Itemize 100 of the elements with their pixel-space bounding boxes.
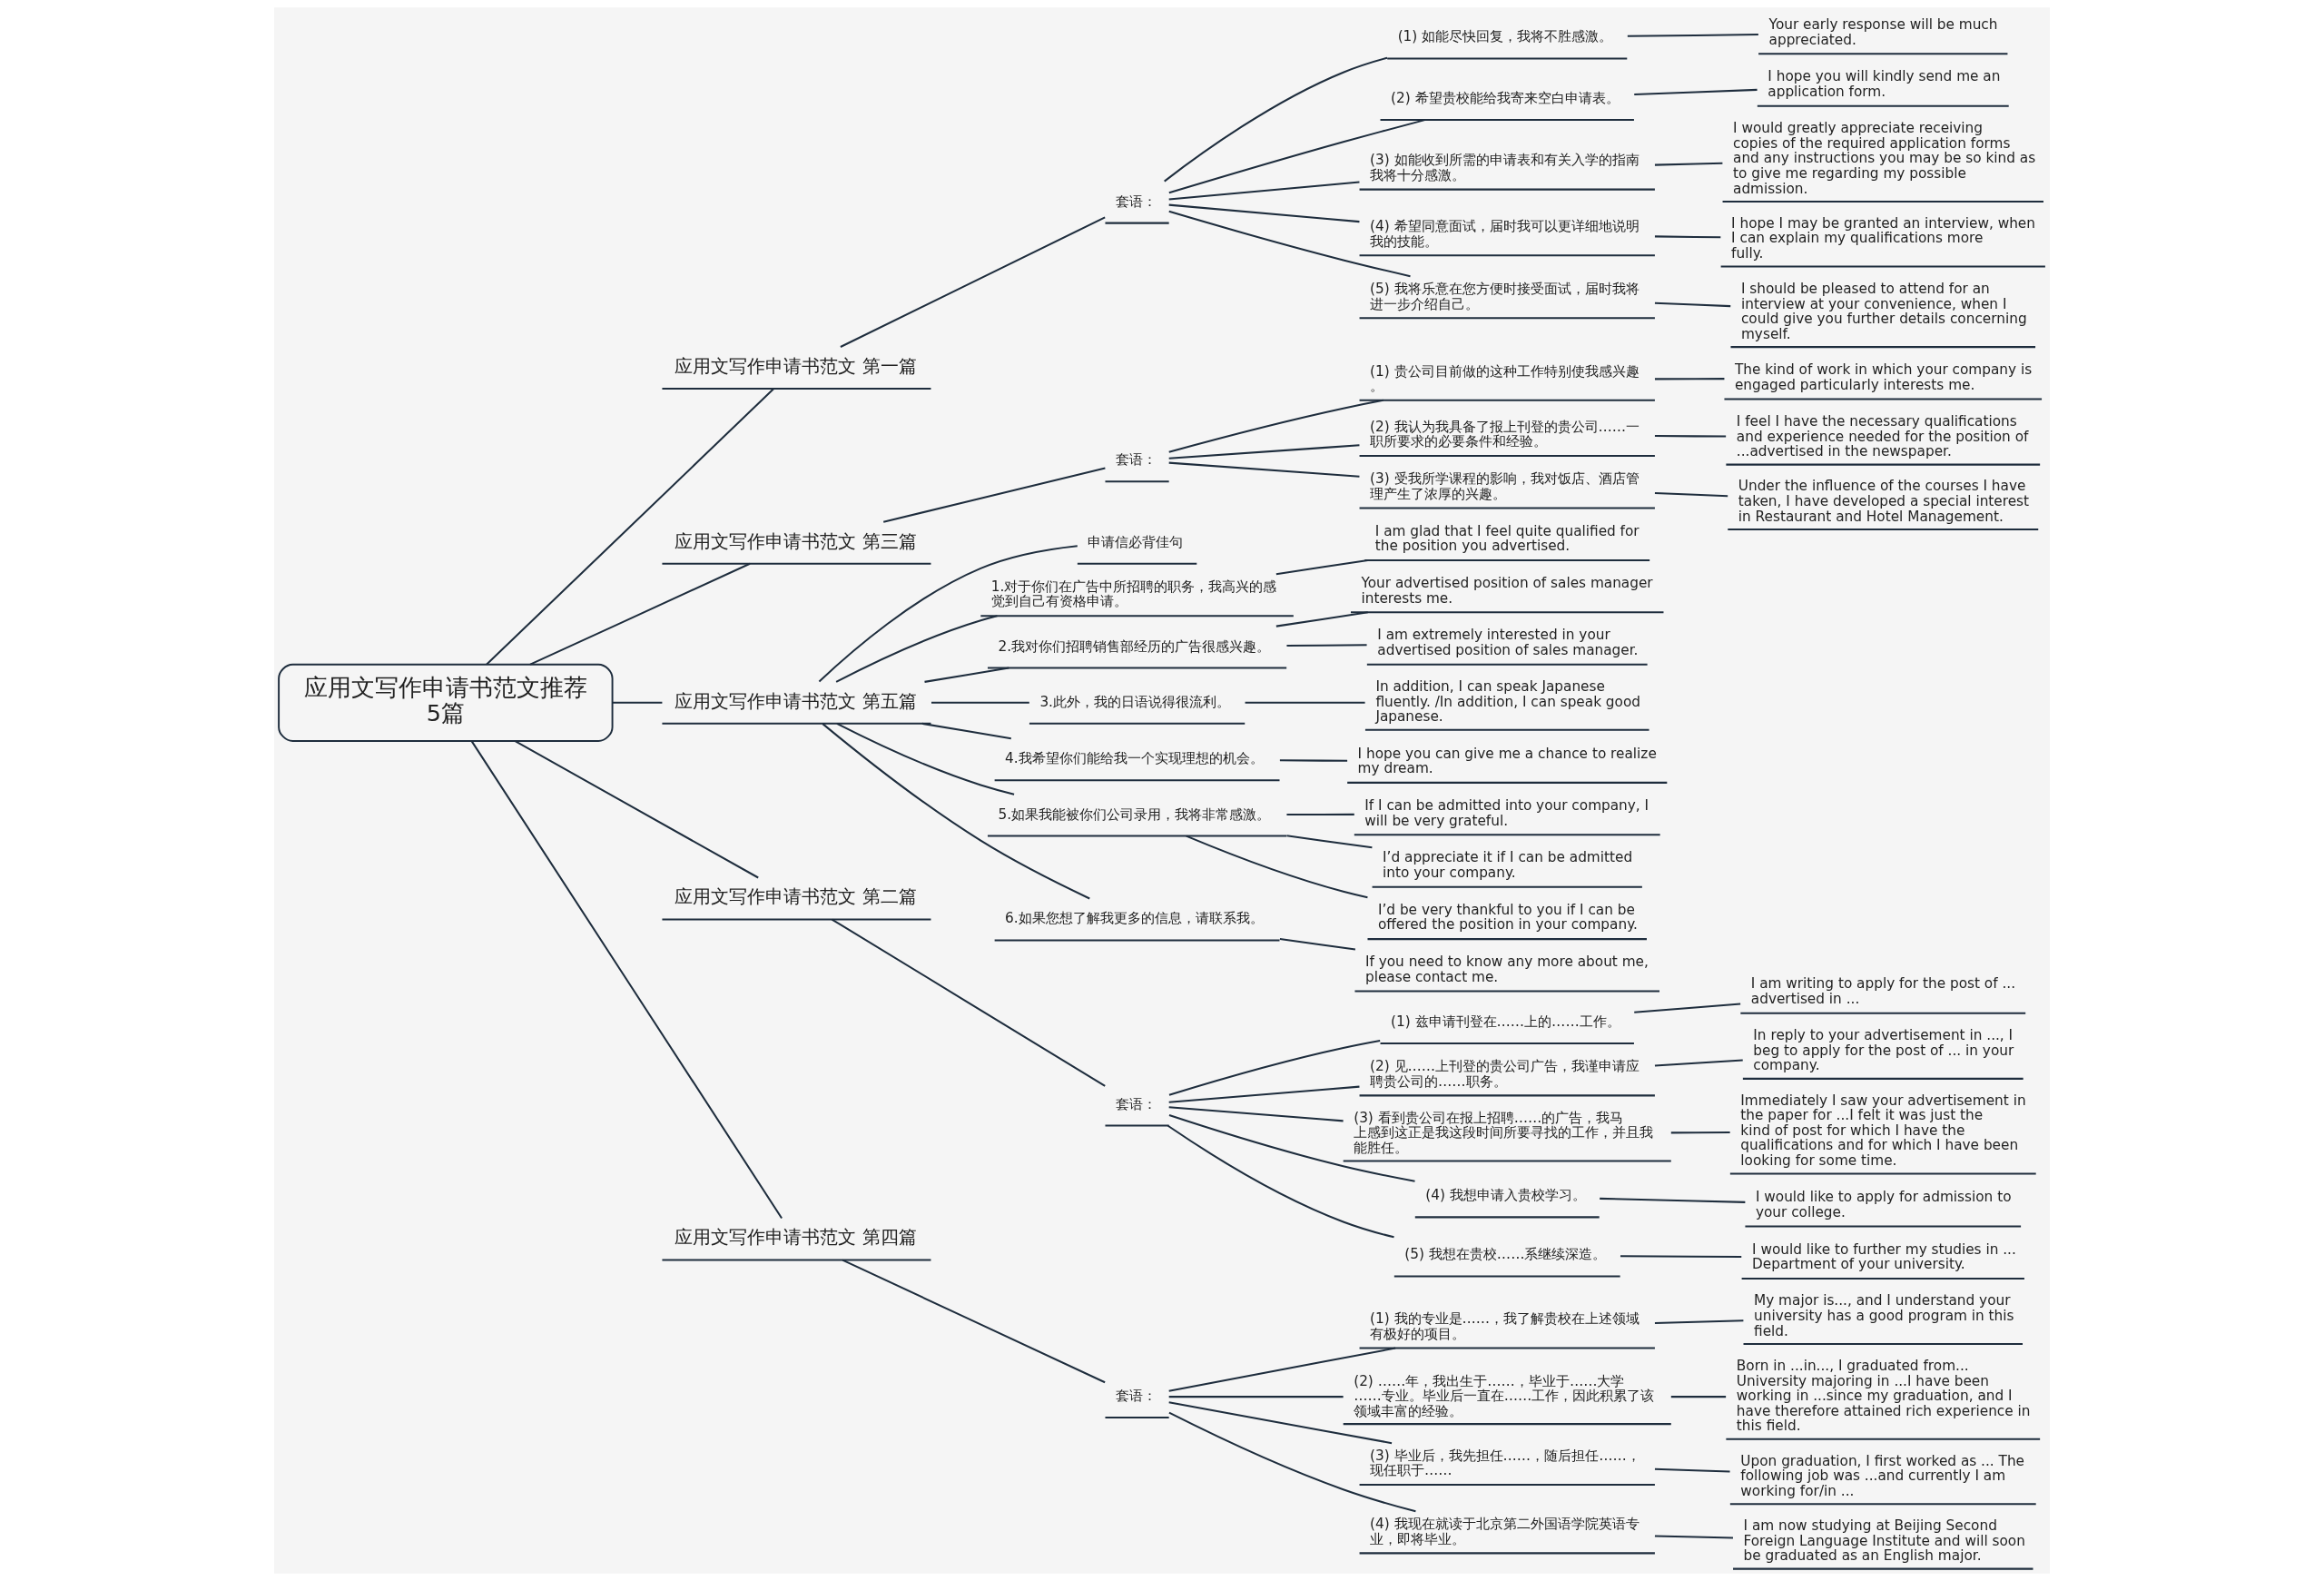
node-text: In addition, I can speak Japanese fluently. /In addition, I can speak good Japanese. — [1375, 678, 1641, 726]
connector — [822, 723, 1090, 900]
connector — [470, 740, 783, 1219]
node-text: (3) 毕业后，我先担任……，随后担任……，现任职于…… — [1370, 1447, 1640, 1479]
connector — [486, 388, 774, 666]
node-text: 应用文写作申请书范文 第一篇 — [675, 354, 917, 377]
connector — [1654, 162, 1723, 166]
connector — [1654, 1319, 1744, 1325]
connector — [882, 467, 1106, 523]
connector — [1286, 835, 1373, 849]
connector — [1164, 56, 1388, 183]
node-text: 套语： — [1115, 1095, 1157, 1112]
node-text: 6.如果您想了解我更多的信息，请联系我。 — [1005, 910, 1264, 927]
connector — [1168, 181, 1360, 201]
connector — [612, 701, 663, 704]
connector — [1168, 1411, 1416, 1513]
connector — [931, 701, 1029, 704]
connector — [1168, 1401, 1393, 1445]
connector — [1168, 1114, 1415, 1182]
connector — [1168, 1347, 1396, 1392]
node-text: 5.如果我能被你们公司录用，我将非常感激。 — [998, 805, 1271, 823]
node-text: (4) 希望同意面试，届时我可以更详细地说明我的技能。 — [1370, 218, 1640, 250]
connector — [1168, 1085, 1360, 1103]
node-text: I hope I may be granted an interview, when I can explain my qualifications more fully. — [1731, 214, 2035, 262]
connector — [1627, 34, 1758, 37]
node-text: (5) 我将乐意在您方便时接受面试，届时我将进一步介绍自己。 — [1370, 280, 1640, 312]
node-text: 套语： — [1115, 451, 1157, 469]
node-text: (3) 如能收到所需的申请表和有关入学的指南我将十分感激。 — [1370, 152, 1640, 183]
node-text: Under the influence of the courses I have taken, I have developed a special interest in Restaurant and Hotel Management. — [1738, 478, 2030, 525]
node-text: (2) 我认为我具备了报上刊登的贵公司……一职所要求的必要条件和经验。 — [1370, 418, 1640, 450]
node-text: In reply to your advertisement in ..., I beg to apply for the post of ... in your company. — [1753, 1027, 2014, 1074]
node-box: 应用文写作申请书范文推荐5篇 — [278, 663, 614, 742]
connector — [1634, 88, 1758, 95]
connector — [515, 740, 759, 879]
connector — [1654, 435, 1727, 438]
connector — [831, 918, 1106, 1087]
connector — [1654, 1535, 1733, 1539]
connector — [1168, 444, 1360, 459]
node-text: 申请信必背佳句 — [1088, 533, 1184, 550]
connector — [1670, 1131, 1730, 1134]
connector — [1168, 210, 1411, 278]
connector — [1168, 1040, 1381, 1096]
node-text: 应用文写作申请书范文 第五篇 — [675, 689, 917, 712]
connector — [1168, 203, 1360, 223]
connector — [1275, 611, 1368, 627]
node-text: 2.我对你们招聘销售部经历的广告很感兴趣。 — [998, 637, 1271, 655]
node-text: My major is..., and I understand your university has a good program in this field. — [1754, 1292, 2014, 1339]
connector — [924, 667, 1009, 683]
connector — [1634, 1003, 1741, 1013]
connector — [1620, 1255, 1742, 1259]
connector — [1654, 378, 1725, 380]
connector — [1279, 759, 1348, 762]
connector — [1245, 701, 1365, 704]
node-text: I should be pleased to attend for an interview at your convenience, when I could give you further details concerning myself. — [1740, 280, 2027, 342]
node-text: Immediately I saw your advertisement in the paper for ...I felt it was just the kind of post for which I have the qualifications and for which I have been looking for some time. — [1740, 1092, 2026, 1170]
node-text: (1) 我的专业是……，我了解贵校在上述领域有极好的项目。 — [1370, 1310, 1640, 1342]
node-text: I am extremely interested in your advertised position of sales manager. — [1377, 627, 1639, 659]
node-text: (1) 兹申请刊登在……上的……工作。 — [1391, 1013, 1620, 1030]
node-text: (5) 我想在贵校……系继续深造。 — [1404, 1246, 1607, 1263]
node-text: I would like to apply for admission to your college. — [1755, 1189, 2012, 1220]
node-text: Born in ...in..., I graduated from... University majoring in ...I have been working in ...since my graduation, and I have therefore attained rich experience in this field. — [1736, 1357, 2031, 1435]
node-text: (2) ……年，我出生于……，毕业于……大学……专业。毕业后一直在……工作，因此积累了该领域丰富的经验。 — [1354, 1372, 1655, 1419]
connector — [1168, 1396, 1344, 1398]
connector — [1167, 1124, 1394, 1239]
node-text: 应用文写作申请书范文 第三篇 — [675, 529, 917, 552]
connector — [842, 1259, 1106, 1384]
connector — [835, 615, 998, 683]
connector — [1168, 119, 1425, 194]
connector — [1286, 644, 1367, 647]
connector — [921, 722, 1011, 740]
node-text: 3.此外，我的日语说得很流利。 — [1039, 693, 1230, 710]
connector — [1654, 301, 1731, 308]
node-text: 套语： — [1115, 1388, 1157, 1405]
node-text: I am writing to apply for the post of ... advertised in ... — [1750, 975, 2016, 1008]
connector — [836, 722, 1015, 795]
connector — [1286, 813, 1354, 816]
connector — [1654, 1467, 1730, 1473]
node-text: (2) 见……上刊登的贵公司广告，我谨申请应聘贵公司的……职务。 — [1370, 1058, 1640, 1090]
node-text: Your early response will be much appreciated. — [1768, 16, 1998, 48]
node-text: (3) 看到贵公司在报上招聘……的广告，我马上感到这正是我这段时间所要寻找的工作，并且我能胜任。 — [1354, 1109, 1654, 1157]
node-text: (4) 我现在就读于北京第二外国语学院英语专业，即将毕业。 — [1370, 1516, 1640, 1547]
node-text: I hope you will kindly send me an application form. — [1768, 68, 2001, 101]
node-text: If I can be admitted into your company, I will be very grateful. — [1364, 797, 1649, 829]
connector — [840, 216, 1106, 348]
node-text: (3) 受我所学课程的影响，我对饭店、酒店管理产生了浓厚的兴趣。 — [1370, 470, 1640, 502]
node-text: Your advertised position of sales manager interests me. — [1361, 575, 1653, 607]
node-text: 套语： — [1115, 193, 1157, 210]
connector — [1654, 235, 1721, 239]
node-text: 4.我希望你们能给我一个实现理想的机会。 — [1005, 750, 1264, 767]
node-text: (4) 我想申请入贵校学习。 — [1425, 1187, 1586, 1204]
node-text: (2) 希望贵校能给我寄来空白申请表。 — [1391, 90, 1620, 107]
node-text: I’d appreciate it if I can be admitted into your company. — [1383, 849, 1633, 881]
node-text: I am glad that I feel quite qualified for the position you advertised. — [1374, 522, 1640, 555]
node-text: The kind of work in which your company is engaged particularly interests me. — [1734, 361, 2033, 393]
node-text: 应用文写作申请书范文 第四篇 — [675, 1226, 917, 1249]
node-text: I feel I have the necessary qualifications and experience needed for the position of ...advertised in the newspaper. — [1736, 413, 2029, 460]
connector — [1168, 461, 1360, 478]
connector — [1654, 1059, 1743, 1067]
node-text: If you need to know any more about me, please contact me. — [1364, 954, 1649, 985]
connector — [1600, 1197, 1746, 1203]
